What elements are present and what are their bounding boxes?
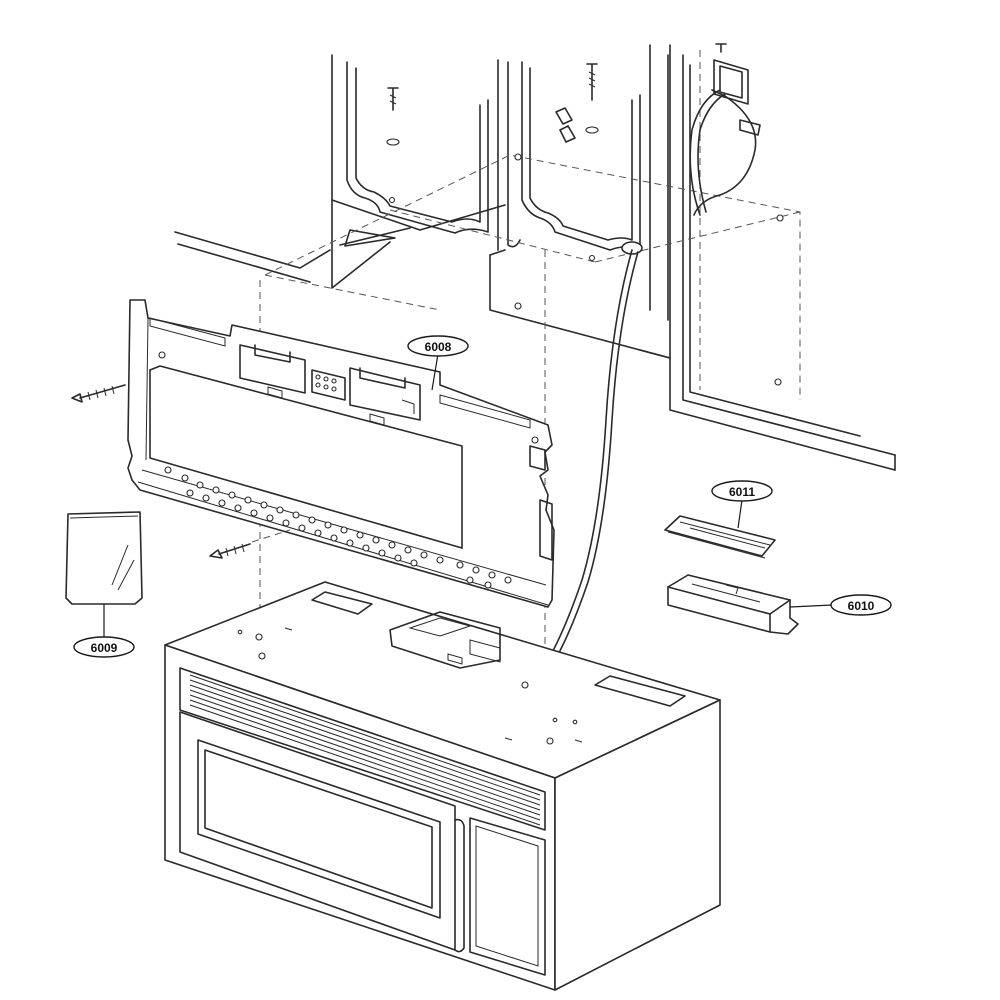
- exhaust-adapter: [667, 574, 799, 635]
- callout-6011-label: 6011: [729, 485, 755, 499]
- callout-6010: 6010: [789, 594, 892, 616]
- callout-6009-label: 6009: [91, 641, 118, 655]
- upper-cabinets: [174, 44, 896, 471]
- callout-6009: 6009: [73, 604, 135, 658]
- callout-6008-label: 6008: [425, 340, 452, 354]
- plate-holes: [158, 351, 539, 589]
- callout-6011: 6011: [711, 480, 773, 529]
- parts-bag: [65, 511, 143, 605]
- callout-6008: 6008: [407, 335, 469, 391]
- top-screws: [386, 63, 599, 146]
- damper-part: [664, 515, 776, 559]
- callout-6010-label: 6010: [848, 599, 875, 613]
- wall-screws: [71, 384, 291, 559]
- mounting-plate: [127, 299, 555, 608]
- mounting-reference-lines: [259, 50, 801, 730]
- microwave-oven: [164, 581, 721, 991]
- vent-grille: [189, 674, 541, 826]
